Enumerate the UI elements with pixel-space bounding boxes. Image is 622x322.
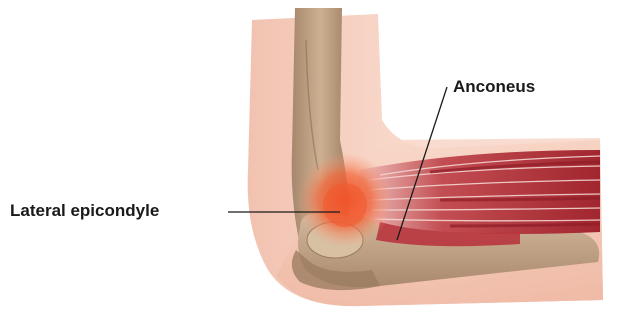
anconeus-label: Anconeus [453, 77, 535, 97]
inflammation-core [323, 183, 367, 227]
lateral-epicondyle-label: Lateral epicondyle [10, 201, 159, 221]
